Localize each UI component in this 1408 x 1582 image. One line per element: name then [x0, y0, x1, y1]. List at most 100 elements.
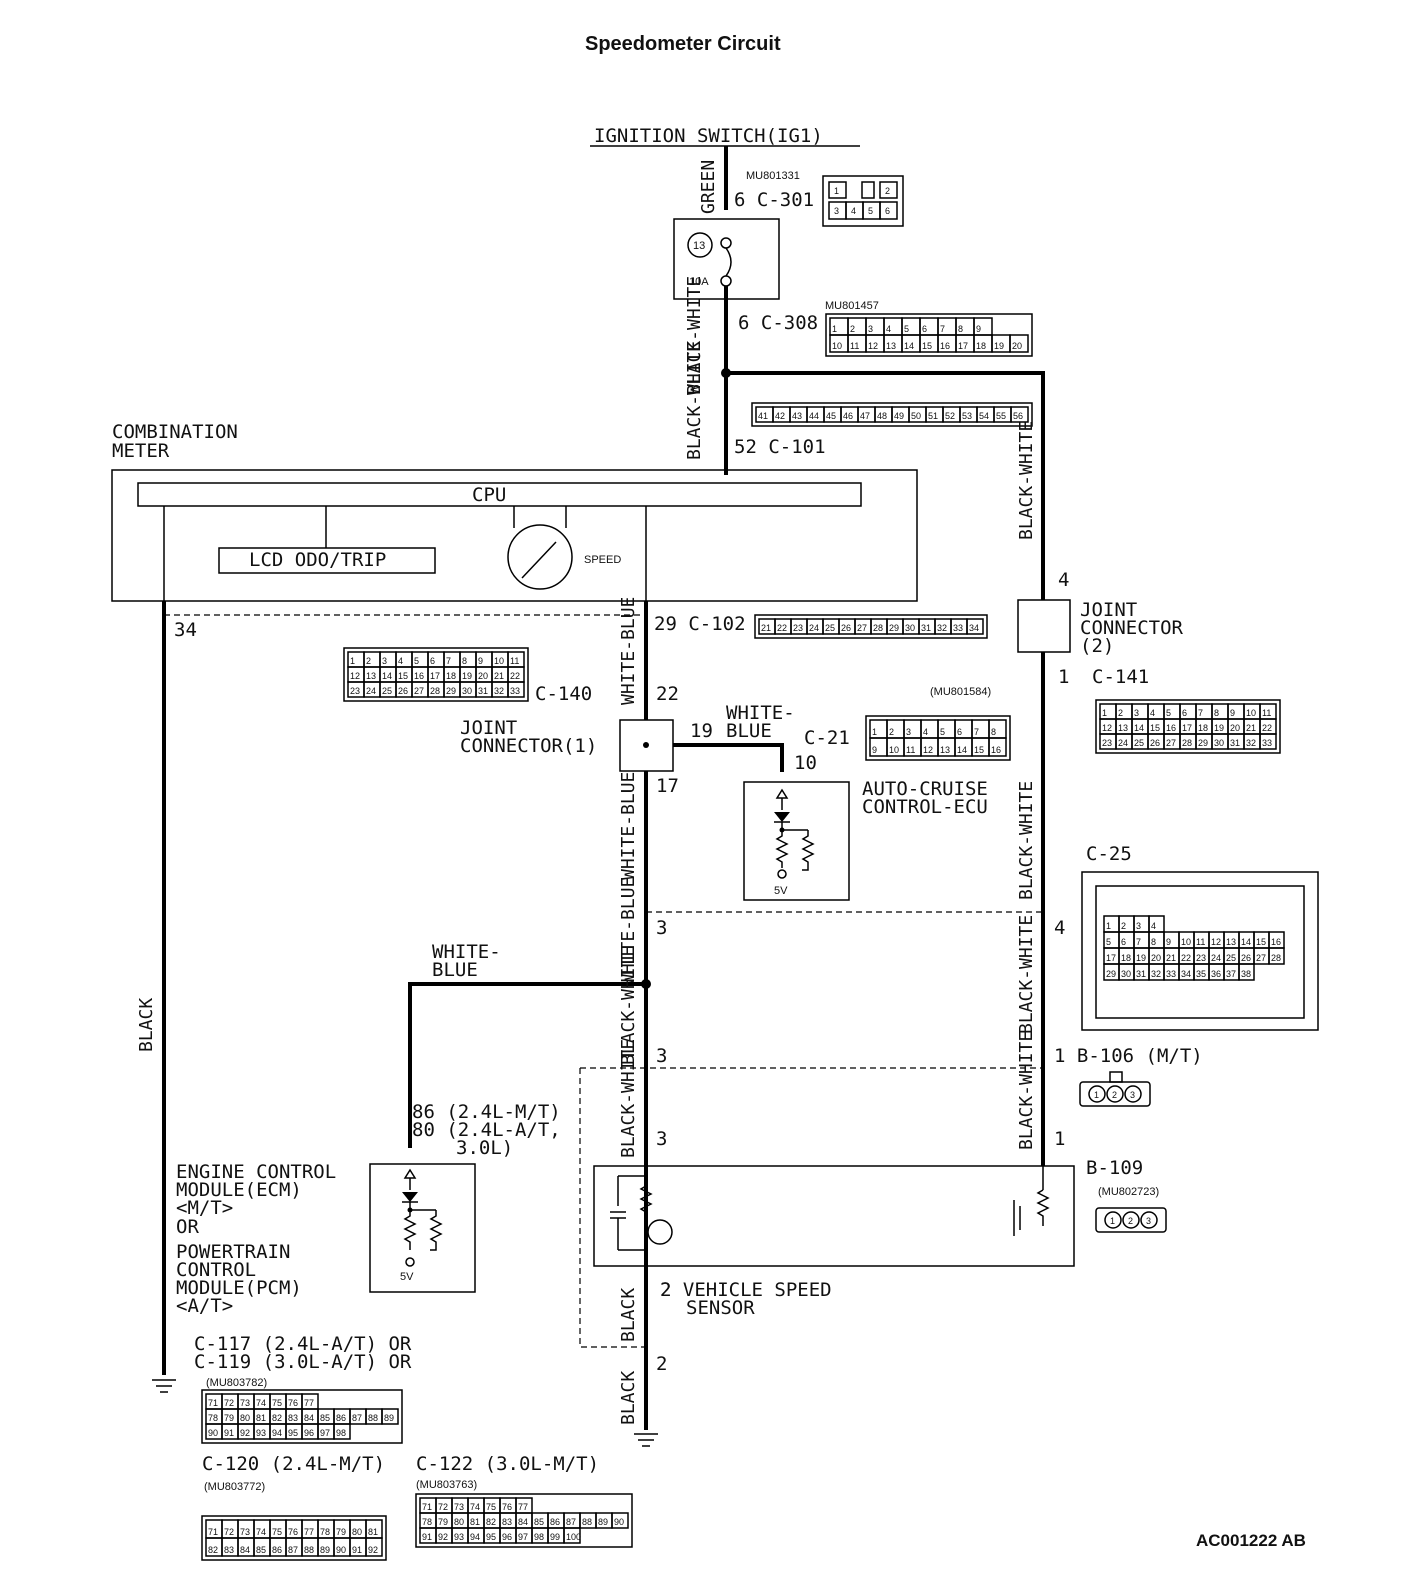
pin-label: 17 [958, 341, 968, 351]
connector-outline [201, 1389, 403, 1444]
pin-label: 31 [478, 686, 488, 696]
pin-label: 6 [1182, 708, 1187, 718]
pin-label: 20 [478, 671, 488, 681]
pin-label: 21 [1166, 953, 1176, 963]
pin-label: 2 [366, 656, 371, 666]
pin-label: 33 [1262, 738, 1272, 748]
pin-label: 3 [906, 727, 911, 737]
pin-label: 94 [272, 1428, 282, 1438]
connector-c25 [1081, 871, 1319, 1031]
pin-label: 24 [1211, 953, 1221, 963]
pin-label: 88 [304, 1545, 314, 1555]
auto-cruise-ecu: 5V [743, 781, 850, 901]
pin-label: 17 [430, 671, 440, 681]
pin-label: 26 [841, 623, 851, 633]
pin-label: 91 [422, 1532, 432, 1542]
pin-label: 23 [793, 623, 803, 633]
pin-label: 14 [382, 671, 392, 681]
connector-outline [343, 647, 529, 702]
pin-label: 92 [368, 1545, 378, 1555]
ecm-pcm-box: 5V [369, 1163, 476, 1293]
pin-label: 33 [510, 686, 520, 696]
ecm-label-2: MODULE(ECM) [176, 1179, 302, 1201]
pin-label: 27 [857, 623, 867, 633]
pin-label: 34 [1181, 969, 1191, 979]
connector-c117-label: C-117 (2.4L-A/T) OR [194, 1333, 412, 1355]
pin-label: 89 [598, 1517, 608, 1527]
pin-17: 17 [656, 775, 679, 797]
combination-meter-label-2: METER [112, 440, 170, 462]
pin-label: 4 [1151, 921, 1156, 931]
wire-color-black-white-right-2: BLACK-WHITE [1016, 781, 1037, 900]
pin-2b: 2 [656, 1353, 667, 1375]
connector-b109: 1 2 3 [1095, 1207, 1167, 1233]
connector-c120-label: C-120 (2.4L-M/T) [202, 1453, 385, 1475]
pin-label: 3 [382, 656, 387, 666]
connector-c119-label: C-119 (3.0L-A/T) OR [194, 1351, 412, 1373]
wire-color-white-blue-1: WHITE-BLUE [618, 597, 639, 705]
pin-label: 86 [272, 1545, 282, 1555]
pin-label: 90 [208, 1428, 218, 1438]
combination-meter: CPU LCD ODO/TRIP SPEED [111, 469, 918, 602]
pin-label: 35 [1196, 969, 1206, 979]
wire-color-black-left: BLACK [136, 998, 157, 1052]
pin-label: 1 [832, 324, 837, 334]
pin-label: 18 [976, 341, 986, 351]
five-volt-label-cruise: 5V [774, 885, 788, 897]
pin-label: 29 [889, 623, 899, 633]
connector-outline [754, 614, 988, 639]
pin-label: 14 [1241, 937, 1251, 947]
pin-label: 32 [1151, 969, 1161, 979]
pin-label: 26 [1241, 953, 1251, 963]
pin-label: 36 [1211, 969, 1221, 979]
wire-color-black-white-1: BLACK-WHITE [684, 276, 705, 395]
pin-label: 28 [873, 623, 883, 633]
pin-label: 87 [352, 1413, 362, 1423]
pin-3c: 3 [656, 1128, 667, 1150]
pin-label: 31 [921, 623, 931, 633]
pin-label: 34 [969, 623, 979, 633]
pin-label: 50 [911, 411, 921, 421]
pin-label: 6 [1121, 937, 1126, 947]
pin-label: 2 [1118, 708, 1123, 718]
pin-label: 52 [945, 411, 955, 421]
joint-connector-2-label-2: CONNECTOR [1080, 617, 1184, 639]
joint-dot [643, 742, 649, 748]
pin-86: 86 (2.4L-M/T) [412, 1101, 561, 1123]
pin-label: 15 [922, 341, 932, 351]
pin-label: 30 [1121, 969, 1131, 979]
pin-label: 1 [350, 656, 355, 666]
part-mu801457: MU801457 [825, 300, 879, 312]
pin-label: 9 [1230, 708, 1235, 718]
pin-label: 10 [1246, 708, 1256, 718]
pin-cell [1238, 963, 1255, 981]
vss-label-1: 2 VEHICLE SPEED [660, 1279, 832, 1301]
pin-label: 97 [518, 1532, 528, 1542]
pin-label: 1 [1102, 708, 1107, 718]
pin-label: 24 [809, 623, 819, 633]
pin-cell [365, 1537, 383, 1557]
pin-label: 78 [422, 1517, 432, 1527]
wire-color-black-vss-1: BLACK [618, 1288, 639, 1342]
pin-cell [611, 1512, 629, 1529]
lcd-odo-trip-label: LCD ODO/TRIP [249, 549, 386, 571]
pin-label: 84 [304, 1413, 314, 1423]
pin-label: 91 [352, 1545, 362, 1555]
pin-label: 17 [1106, 953, 1116, 963]
pin-label: 82 [272, 1413, 282, 1423]
pin-label: 9 [478, 656, 483, 666]
pin-label: 3 [1130, 1090, 1135, 1100]
pin-label: 49 [894, 411, 904, 421]
connector-outline [751, 402, 1033, 427]
pin-label: 21 [1246, 723, 1256, 733]
fuse-rating: 10A [689, 276, 709, 288]
pin-label: 1 [1110, 1216, 1115, 1226]
combination-meter-label-1: COMBINATION [112, 421, 238, 443]
ecm-label-7: MODULE(PCM) [176, 1277, 302, 1299]
pin-label: 10 [1181, 937, 1191, 947]
pin-label: 85 [320, 1413, 330, 1423]
